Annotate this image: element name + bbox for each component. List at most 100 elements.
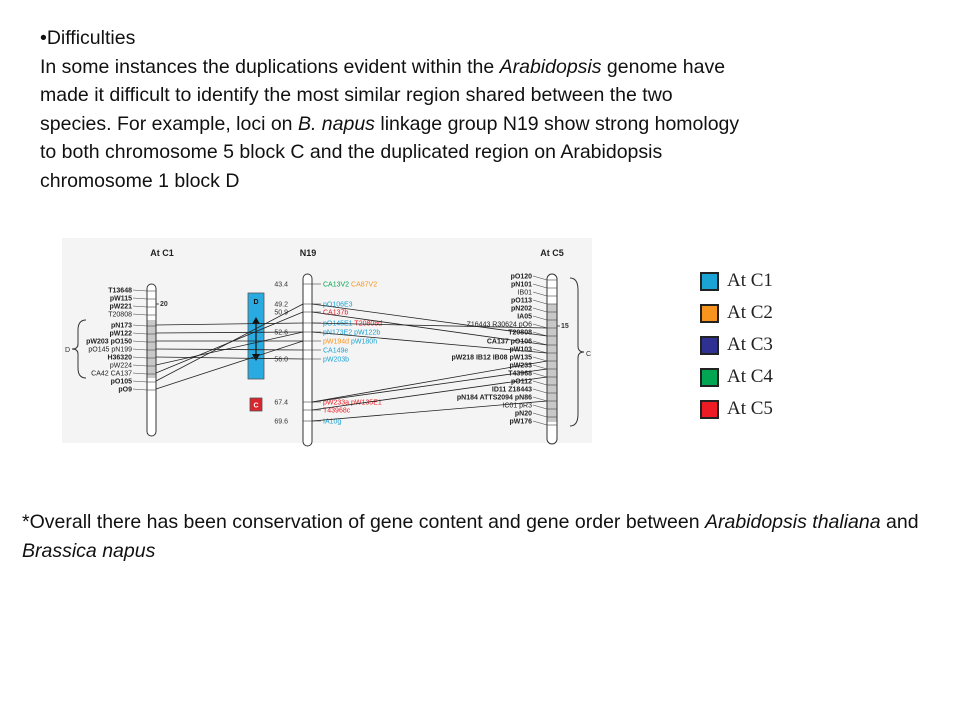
conclusion-paragraph: *Overall there has been conservation of …	[22, 508, 922, 565]
chr-right-block-brace	[569, 277, 585, 427]
chr-right-locus-label: ID11 Z18443	[492, 387, 532, 394]
linkage-marker-position: 49.2	[274, 302, 288, 309]
chr-left-locus-line	[132, 372, 148, 375]
heading-difficulties: •Difficulties	[40, 27, 136, 49]
chr-right-locus-label: pO112	[511, 379, 532, 386]
conclusion-run: and	[880, 511, 919, 533]
legend-item: At C3	[700, 329, 790, 361]
linkage-marker-part: T43968c	[323, 408, 351, 415]
homology-connector-line	[311, 311, 548, 346]
chr-right-locus-line	[532, 372, 548, 378]
legend-label: At C4	[727, 366, 773, 387]
legend-label: At C1	[727, 270, 773, 291]
intro-run: genome have made it difficult to identif…	[40, 55, 726, 135]
chr-left-locus-label: CA42 CA137	[91, 371, 132, 378]
chr-left-locus-line	[132, 356, 148, 359]
chr-right-locus-line	[532, 396, 548, 402]
legend-item: At C5	[700, 393, 790, 425]
homology-connector-line	[311, 331, 548, 354]
linkage-marker-part: CA13V2	[323, 282, 349, 289]
homology-connector-line	[311, 360, 548, 403]
homology-connector-line	[155, 322, 304, 326]
chr-left-locus-line	[132, 364, 148, 367]
chr-left-block-brace	[71, 319, 87, 379]
chr-left-locus-label: T20808	[108, 312, 132, 319]
linkage-marker-part: CA87V2	[349, 282, 377, 289]
chr-right-locus-label: pO120	[511, 274, 533, 281]
linkage-marker-part: IA10g	[323, 419, 341, 426]
chr-right-locus-label: IA05	[517, 314, 532, 321]
homology-connector-line	[155, 340, 304, 390]
linkage-marker-label: pO106E3	[323, 302, 353, 309]
chr-right-locus-line	[532, 283, 548, 289]
chr-right-locus-label: pN20	[515, 411, 532, 418]
homology-connector-line	[311, 322, 548, 329]
chr-left-locus-line	[132, 313, 148, 316]
linkage-marker-part: pW203b	[323, 357, 349, 364]
legend-item: At C1	[700, 265, 790, 297]
chr-left-locus-label: T13648	[108, 288, 132, 295]
chr-left-locus-line	[132, 297, 148, 300]
chr-left-locus-line	[132, 332, 148, 335]
linkage-group-body	[302, 273, 313, 447]
chr-left-locus-label: pO9	[118, 387, 132, 394]
conclusion-run: Arabidopsis thaliana	[704, 511, 881, 533]
linkage-marker-label: pW194d pW180h	[323, 339, 377, 346]
chr-left-scale-mark: 20	[160, 301, 168, 308]
chr-left-block-d	[147, 320, 156, 378]
chr-left-locus-label: pW115	[110, 296, 132, 303]
chr-right-locus-label: IC01 pR3	[502, 403, 532, 410]
legend-label: At C5	[727, 398, 773, 419]
linkage-marker-label: pW203b	[323, 357, 349, 364]
chr-right-locus-line	[532, 404, 548, 410]
chr-right-title: At C5	[540, 248, 564, 258]
linkage-marker-label: CA13V2 CA87V2	[323, 282, 377, 289]
chr-right-locus-label: pW103	[509, 347, 532, 354]
chr-right-locus-label: CA137 pO106	[487, 339, 532, 346]
chr-left-locus-line	[132, 340, 148, 343]
chr-left-block-label: D	[65, 347, 70, 354]
chr-left-locus-label: pW221	[109, 304, 132, 311]
chr-right-locus-label: pN101	[511, 282, 532, 289]
homology-connector-line	[311, 303, 548, 337]
chr-left-locus-line	[132, 324, 148, 327]
chr-right-block-c	[547, 304, 557, 422]
homology-connector-line	[311, 376, 548, 411]
chr-left-locus-line	[132, 388, 148, 391]
intro-run: In some instances the duplications evide…	[40, 55, 500, 78]
block-d-label: D	[253, 299, 258, 306]
linkage-marker-label: CA137b	[323, 310, 348, 317]
linkage-marker-label: CA149e	[323, 348, 348, 355]
conclusion-run: Brassica napus	[22, 539, 156, 562]
synteny-diagram: At C120T13648pW115pW221T20808pN173pW122p…	[62, 238, 592, 447]
chr-right-locus-label: Z16443 R30624 pO6	[467, 322, 532, 329]
chr-right-block-label: C	[586, 351, 591, 358]
linkage-marker-position: 56.0	[274, 357, 288, 364]
intro-text-block: •Difficulties In some instances the dupl…	[40, 24, 740, 195]
intro-run: B. napus	[297, 112, 375, 135]
linkage-marker-position: 69.6	[274, 419, 288, 426]
chr-left-locus-line	[132, 380, 148, 383]
linkage-marker-label: IA10g	[323, 419, 341, 426]
chr-right-locus-label: pN202	[511, 306, 532, 313]
linkage-marker-part: pW194d	[323, 339, 349, 346]
homology-connector-line	[155, 331, 304, 334]
intro-run: linkage group N19 show strong homology t…	[40, 112, 740, 192]
chr-right-locus-label: pN184 ATTS2094 pN86	[457, 395, 532, 402]
chr-left-locus-label: pO105	[111, 379, 133, 386]
intro-run: Arabidopsis	[499, 55, 602, 78]
linkage-marker-part: CA149e	[323, 348, 348, 355]
linkage-marker-label: pW233a pW135E1	[323, 400, 382, 407]
linkage-marker-part: CA137b	[323, 310, 348, 317]
chr-left-locus-label: pW203 pO150	[86, 339, 132, 346]
legend-item: At C2	[700, 297, 790, 329]
chr-left-locus-line	[132, 348, 148, 351]
chr-right-locus-label: pO113	[511, 298, 532, 305]
chr-right-locus-line	[532, 356, 548, 362]
chr-left-locus-line	[132, 305, 148, 308]
block-c-label: C	[253, 403, 258, 410]
chr-left-locus-label: pN173	[111, 323, 132, 330]
linkage-marker-part: pW180h	[349, 339, 377, 346]
block-c-bar	[249, 397, 263, 412]
